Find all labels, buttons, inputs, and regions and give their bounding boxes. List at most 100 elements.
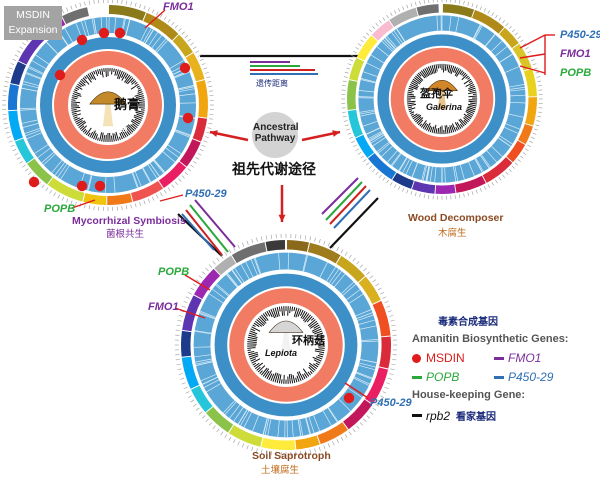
distance-bar-left-3 xyxy=(181,213,215,251)
lepiota-density-stripe xyxy=(227,273,239,287)
lepiota-histogram-bar xyxy=(256,319,266,328)
amanita-scale-tick xyxy=(171,184,175,189)
galerina-scale-tick xyxy=(419,0,421,5)
amanita-scale-tick xyxy=(174,24,178,29)
lepiota-histogram-bar xyxy=(317,338,325,341)
galerina-histogram-bar xyxy=(433,64,437,75)
galerina-scale-tick xyxy=(498,17,502,21)
galerina-scale-tick xyxy=(491,182,494,186)
lepiota-scale-tick xyxy=(198,275,203,279)
galerina-histogram-bar xyxy=(459,123,464,128)
lepiota-scale-tick xyxy=(304,450,307,455)
galerina-histogram-bar xyxy=(455,126,458,131)
lepiota-scale-tick xyxy=(384,386,389,390)
lepiota-histogram-bar xyxy=(308,366,315,373)
lepiota-density-stripe xyxy=(319,262,328,278)
mycorrhizal-label: Mycorrhizal Symbiosis xyxy=(72,215,186,227)
galerina-scale-tick xyxy=(357,152,362,155)
amanita-histogram-bar xyxy=(132,114,143,119)
lepiota-scale-tick xyxy=(212,260,216,265)
lepiota-histogram-bar xyxy=(254,362,264,370)
amanita-density-stripe xyxy=(34,144,49,154)
lepiota-density-stripe xyxy=(264,418,270,436)
lepiota-scale-tick xyxy=(323,445,326,450)
galerina-scale-tick xyxy=(535,124,540,127)
lepiota-chromosome-segment xyxy=(228,425,263,447)
amanita-histogram-bar xyxy=(84,76,87,80)
amanita-scale-tick xyxy=(204,136,209,139)
galerina-scale-tick xyxy=(394,10,397,14)
galerina-scale-tick xyxy=(382,17,386,21)
lepiota-histogram-bar xyxy=(289,306,291,314)
amanita-scale-tick xyxy=(178,28,182,32)
p450-bar-icon xyxy=(494,375,504,379)
amanita-histogram-bar xyxy=(137,97,145,100)
amanita-density-stripe xyxy=(31,60,47,69)
amanita-msdin-dot-2 xyxy=(76,34,88,46)
lepiota-chromosome-segment xyxy=(181,330,192,357)
galerina-chromosome-segment xyxy=(455,175,486,193)
galerina-chromosome-segment xyxy=(525,97,537,126)
galerina-popb-label: POPB xyxy=(560,67,592,79)
lepiota-scale-tick xyxy=(327,242,331,247)
galerina-scale-tick xyxy=(351,140,355,143)
galerina-salmon-ring xyxy=(390,47,494,151)
amanita-histogram-bar xyxy=(118,136,121,141)
amanita-scale-tick xyxy=(66,7,69,12)
lepiota-density-stripe xyxy=(240,410,250,426)
lepiota-histogram-bar xyxy=(302,312,308,320)
galerina-density-stripe xyxy=(362,71,378,77)
lepiota-histogram-bar xyxy=(307,371,311,376)
amanita-density-stripe xyxy=(175,129,191,136)
galerina-scale-tick xyxy=(527,51,531,54)
galerina-histogram-bar xyxy=(465,75,469,79)
legend-item-popb: POPB xyxy=(412,370,459,384)
amanita-histogram-bar xyxy=(99,132,103,142)
amanita-density-stripe xyxy=(35,54,49,65)
lepiota-scale-tick xyxy=(187,291,192,295)
amanita-chromosome-segment xyxy=(10,61,27,86)
galerina-scale-tick xyxy=(369,165,373,169)
amanita-scale-tick xyxy=(2,90,7,92)
galerina-scale-tick xyxy=(375,22,379,27)
galerina-density-stripe xyxy=(473,24,482,39)
galerina-mushroom-icon xyxy=(426,79,458,110)
lepiota-scale-tick xyxy=(212,425,216,430)
galerina-scale-tick xyxy=(530,136,535,139)
galerina-scale-tick xyxy=(534,67,538,70)
amanita-scale-tick xyxy=(208,122,213,125)
galerina-scale-tick xyxy=(535,71,540,74)
lepiota-scale-tick xyxy=(190,399,195,403)
amanita-histogram-bar xyxy=(78,82,84,87)
galerina-histogram-bar xyxy=(450,65,455,75)
lepiota-scale-tick xyxy=(183,386,188,390)
amanita-density-stripe xyxy=(80,21,87,37)
galerina-chromosome-segment xyxy=(347,109,363,138)
amanita-blue-density-ring xyxy=(20,17,196,193)
galerina-histogram-bar xyxy=(449,65,453,74)
lepiota-density-stripe xyxy=(254,257,262,274)
lepiota-density-stripe xyxy=(229,404,241,419)
galerina-histogram-bar xyxy=(472,93,477,96)
amanita-chromosome-segment xyxy=(8,110,24,141)
lepiota-scale-tick xyxy=(348,431,352,436)
lepiota-histogram-bar xyxy=(261,367,268,376)
amanita-scale-tick xyxy=(130,1,132,6)
lepiota-density-stripe xyxy=(240,264,250,280)
galerina-histogram-bar xyxy=(462,72,467,77)
amanita-density-stripe xyxy=(60,165,70,180)
galerina-histogram-bar xyxy=(424,123,429,130)
lepiota-scale-tick xyxy=(181,382,186,385)
galerina-scale-tick xyxy=(343,120,348,122)
amanita-density-stripe xyxy=(46,41,58,54)
lepiota-histogram-bar xyxy=(249,355,259,360)
galerina-density-stripe xyxy=(396,28,406,42)
lepiota-scale-tick xyxy=(392,329,397,331)
lepiota-scale-tick xyxy=(386,305,391,308)
gene-pointer-7 xyxy=(519,65,546,74)
galerina-histogram-bar xyxy=(465,111,474,116)
lepiota-scale-tick xyxy=(192,283,197,287)
galerina-histogram-bar xyxy=(461,74,468,81)
lepiota-density-stripe xyxy=(195,358,212,363)
amanita-histogram-bar xyxy=(76,119,83,125)
